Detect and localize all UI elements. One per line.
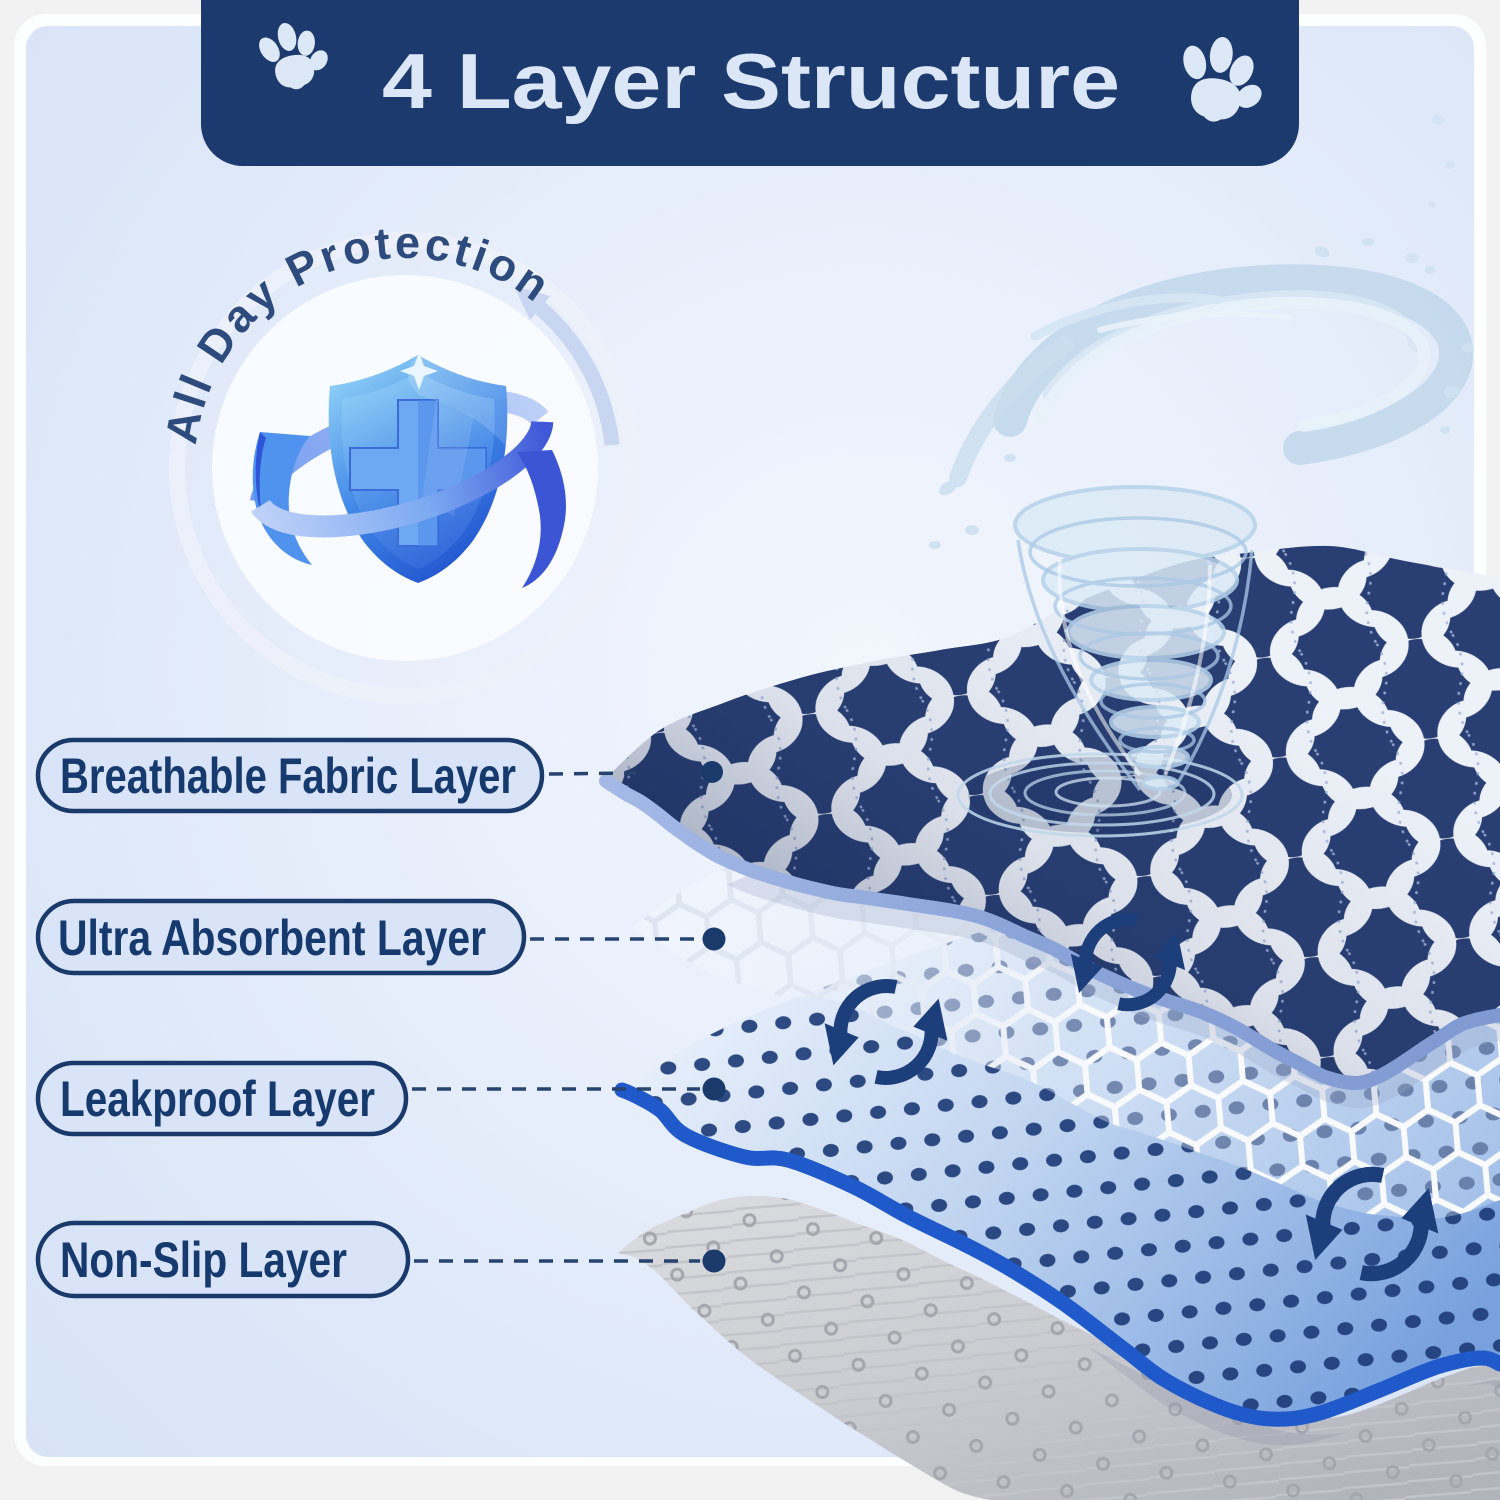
svg-text:Breathable Fabric Layer: Breathable Fabric Layer [60,748,516,804]
svg-text:4 Layer Structure: 4 Layer Structure [382,37,1120,125]
svg-text:Non-Slip Layer: Non-Slip Layer [60,1232,347,1288]
svg-text:Leakproof Layer: Leakproof Layer [60,1071,375,1127]
svg-text:Ultra Absorbent Layer: Ultra Absorbent Layer [58,910,486,966]
